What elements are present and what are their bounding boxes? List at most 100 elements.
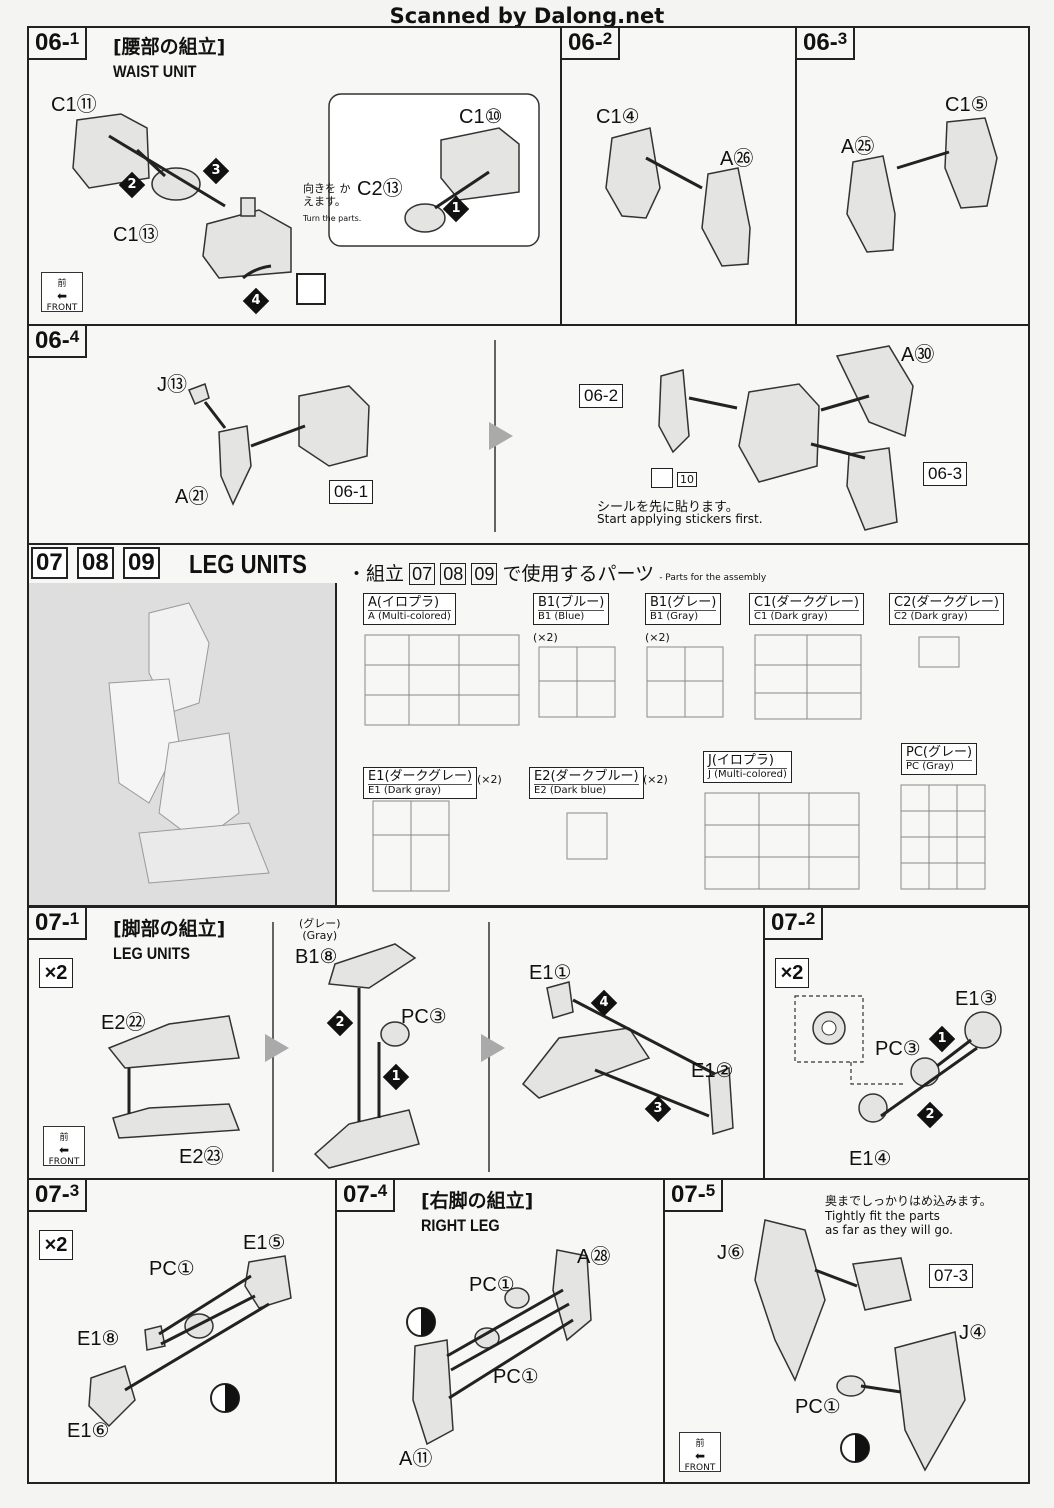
- part-label-c1-13: C1⑬: [113, 224, 159, 246]
- order-3: 3: [644, 1095, 672, 1123]
- part-label-e2-22: E2㉒: [101, 1012, 146, 1034]
- front-indicator: 前 ⬅ FRONT: [679, 1432, 721, 1473]
- right-leg-illustration: [406, 1249, 592, 1446]
- part-label-a-25: A㉕: [841, 136, 875, 158]
- order-4: 4: [242, 287, 270, 315]
- panel-leg-units-parts: 07 08 09 LEG UNITS ・組立 07 08 09 で使用するパーツ…: [27, 543, 1030, 907]
- front-arrow-icon: ⬅: [58, 1143, 70, 1157]
- leg-render-illustration: [108, 602, 270, 884]
- part-label-pc-1-b: PC①: [493, 1366, 539, 1388]
- turn-note-jp: 向きを かえます。: [303, 182, 351, 208]
- part-label-e1-1: E1①: [529, 962, 572, 984]
- order-1: 1: [928, 1025, 956, 1053]
- step-number: 07-5: [665, 1180, 724, 1212]
- panel-06-2: 06-2 C1④ A㉖: [560, 26, 797, 326]
- order-2: 2: [118, 171, 146, 199]
- mult-b1-blue: (×2): [533, 631, 558, 644]
- part-label-a-21: A㉑: [175, 486, 209, 508]
- scan-credit: Scanned by Dalong.net: [389, 4, 665, 28]
- part-label-pc-1: PC①: [149, 1258, 195, 1280]
- order-1: 1: [442, 195, 470, 223]
- title-jp: [脚部の組立]: [113, 918, 226, 940]
- front-arrow-icon: ⬅: [56, 289, 68, 303]
- runner-e2: E2(ダークブルー)E2 (Dark blue): [529, 767, 644, 799]
- part-label-j-13: J⑬: [157, 374, 187, 396]
- panel-06-4: 06-4 J⑬ A㉑ A㉚ 06-1 06-2 06-3 10 シールを先に貼り…: [27, 324, 1030, 545]
- ref-06-2: 06-2: [579, 384, 624, 408]
- panel-07-4: 07-4 [右脚の組立] RIGHT LEG PC① A㉘ PC① A⑪: [335, 1178, 665, 1484]
- part-label-pc-3: PC③: [401, 1006, 447, 1028]
- order-2: 2: [916, 1101, 944, 1129]
- gray-note: (グレー)(Gray): [299, 917, 341, 942]
- part-label-c2-13: C2⑬: [357, 178, 403, 200]
- waist-illustration: [72, 93, 540, 305]
- part-label-a-26: A㉖: [720, 148, 754, 170]
- part-label-e1-6: E1⑥: [67, 1420, 110, 1442]
- part-label-e1-3: E1③: [955, 988, 998, 1010]
- step-number: 06-4: [29, 326, 88, 358]
- panel-07-2: 07-2 ×2 E1③ PC③ E1④ 1 2: [763, 906, 1030, 1180]
- panel-07-1: 07-1 [脚部の組立] LEG UNITS ×2 (グレー)(Gray) B1…: [27, 906, 765, 1180]
- title-en: LEG UNITS: [113, 944, 191, 963]
- part-label-a-30: A㉚: [901, 344, 935, 366]
- part-label-j-4: J④: [959, 1322, 987, 1344]
- title-jp: [腰部の組立]: [113, 36, 226, 58]
- runner-e1: E1(ダークグレー)E1 (Dark gray): [363, 767, 478, 799]
- sticker-note-jp: シールを先に貼ります。: [597, 500, 739, 515]
- step-number: 06-1: [29, 28, 88, 60]
- joint-illustration: [794, 995, 1002, 1123]
- part-label-pc-3: PC③: [875, 1038, 921, 1060]
- runner-b1-blue: B1(ブルー)B1 (Blue): [533, 593, 610, 625]
- front-indicator: 前 ⬅ FRONT: [43, 1126, 85, 1167]
- mult-e2: (×2): [643, 773, 668, 786]
- runner-sprues: [364, 634, 986, 892]
- runner-b1-gray: B1(グレー)B1 (Gray): [645, 593, 722, 625]
- multiplier-badge: ×2: [39, 1230, 73, 1260]
- multiplier-badge: ×2: [39, 958, 73, 988]
- runner-c2: C2(ダークグレー)C2 (Dark gray): [889, 593, 1004, 625]
- part-illustration: [605, 127, 751, 267]
- title-en: RIGHT LEG: [421, 1216, 500, 1235]
- panel-06-1: 06-1 [腰部の組立] WAIST UNIT C1⑪ C1⑩ C2⑬ C1⑬ …: [27, 26, 562, 326]
- part-label-b1-8: B1⑧: [295, 946, 338, 968]
- title-jp: [右脚の組立]: [421, 1190, 534, 1212]
- step-number: 07-1: [29, 908, 88, 940]
- part-label-e1-5: E1⑤: [243, 1232, 286, 1254]
- order-4: 4: [590, 989, 618, 1017]
- joint-illustration: [88, 1255, 292, 1428]
- part-illustration: [846, 117, 998, 253]
- part-label-c1-4: C1④: [596, 106, 640, 128]
- runner-a: A(イロプラ)A (Multi-colored): [363, 593, 456, 625]
- parts-list-title: ・組立 07 08 09 で使用するパーツ - Parts for the as…: [347, 563, 767, 585]
- runner-c1: C1(ダークグレー)C1 (Dark gray): [749, 593, 864, 625]
- part-label-j-6: J⑥: [717, 1242, 745, 1264]
- front-indicator: 前 ⬅ FRONT: [41, 272, 83, 313]
- ref-07-3: 07-3: [929, 1264, 974, 1288]
- leg-assembly-illustration: [107, 922, 734, 1172]
- mult-e1: (×2): [477, 773, 502, 786]
- ref-06-3: 06-3: [923, 462, 968, 486]
- part-label-pc-1: PC①: [795, 1396, 841, 1418]
- order-3: 3: [202, 157, 230, 185]
- multiplier-badge: ×2: [775, 958, 809, 988]
- step-number: 07-3: [29, 1180, 88, 1212]
- part-label-e1-4: E1④: [849, 1148, 892, 1170]
- assembly-illustration: [188, 340, 914, 532]
- runner-pc: PC(グレー)PC (Gray): [901, 743, 978, 775]
- part-label-c1-10: C1⑩: [459, 106, 503, 128]
- step-number: 06-2: [562, 28, 621, 60]
- order-1: 1: [382, 1063, 410, 1091]
- mult-b1-gray: (×2): [645, 631, 670, 644]
- step-number: 07-4: [337, 1180, 396, 1212]
- title-en: WAIST UNIT: [113, 62, 197, 81]
- runner-j: J(イロプラ)J (Multi-colored): [703, 751, 792, 783]
- panel-07-5: 07-5 奥までしっかりはめ込みます。 Tightly fit the part…: [663, 1178, 1030, 1484]
- part-label-e2-23: E2㉓: [179, 1146, 224, 1168]
- ref-06-1: 06-1: [329, 480, 374, 504]
- part-label-e1-2: E1②: [691, 1060, 734, 1082]
- part-label-c1-11: C1⑪: [51, 94, 97, 116]
- panel-07-3: 07-3 ×2 PC① E1⑤ E1⑧ E1⑥: [27, 1178, 337, 1484]
- part-label-e1-8: E1⑧: [77, 1328, 120, 1350]
- order-2: 2: [326, 1009, 354, 1037]
- step-number: 06-3: [797, 28, 856, 60]
